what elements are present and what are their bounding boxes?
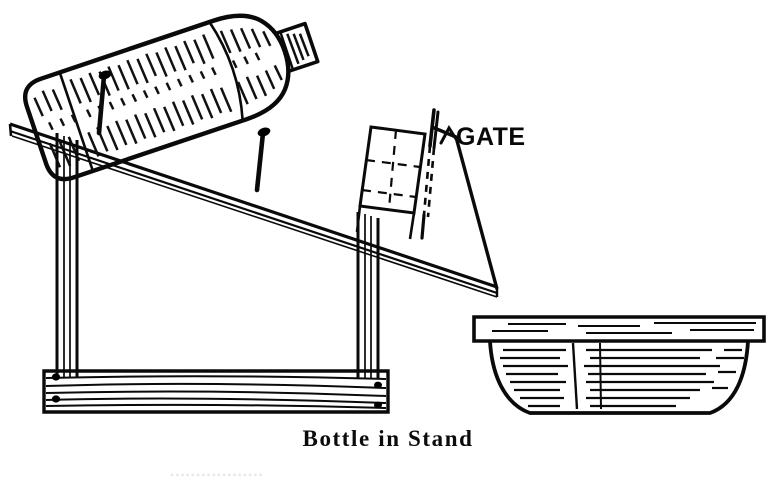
nail-upper-left bbox=[96, 70, 112, 136]
gate-label-group: GATE bbox=[439, 123, 526, 151]
incline-board bbox=[8, 122, 499, 298]
right-leg-post bbox=[356, 212, 380, 378]
left-leg-post bbox=[55, 133, 79, 378]
gate-label: GATE bbox=[456, 123, 526, 151]
base-nail-bottom-left bbox=[51, 395, 61, 403]
gate-box bbox=[355, 125, 427, 240]
gate-arm bbox=[431, 125, 499, 290]
base-board bbox=[42, 369, 390, 414]
faint-page-text: •••••••••••••••••• bbox=[170, 468, 264, 479]
feed-pan bbox=[472, 315, 766, 415]
bottle bbox=[22, 13, 320, 182]
base-nail-top-left bbox=[51, 373, 61, 381]
base-nail-bottom-right bbox=[374, 401, 382, 409]
base-nail-top-right bbox=[374, 381, 382, 389]
nail-lower-right bbox=[254, 127, 271, 193]
